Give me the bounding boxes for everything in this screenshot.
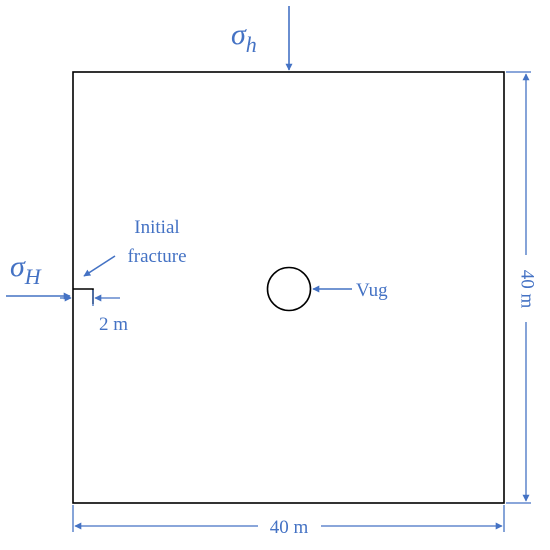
initial-fracture-pointer-arrow xyxy=(83,255,116,277)
sigma-H-symbol: σH xyxy=(10,250,42,289)
width-dimension-label: 40 m xyxy=(270,517,309,538)
rock-domain-boundary xyxy=(72,71,505,504)
initial-fracture xyxy=(73,288,94,304)
sigma-h-symbol: σh xyxy=(231,18,257,57)
fracture-length-label: 2 m xyxy=(99,314,128,335)
initial-fracture-label-line1: Initial xyxy=(134,217,179,238)
vug xyxy=(266,266,312,312)
vug-label: Vug xyxy=(356,280,388,301)
height-dimension-label: 40 m xyxy=(517,270,538,309)
initial-fracture-label-line2: fracture xyxy=(127,246,186,267)
